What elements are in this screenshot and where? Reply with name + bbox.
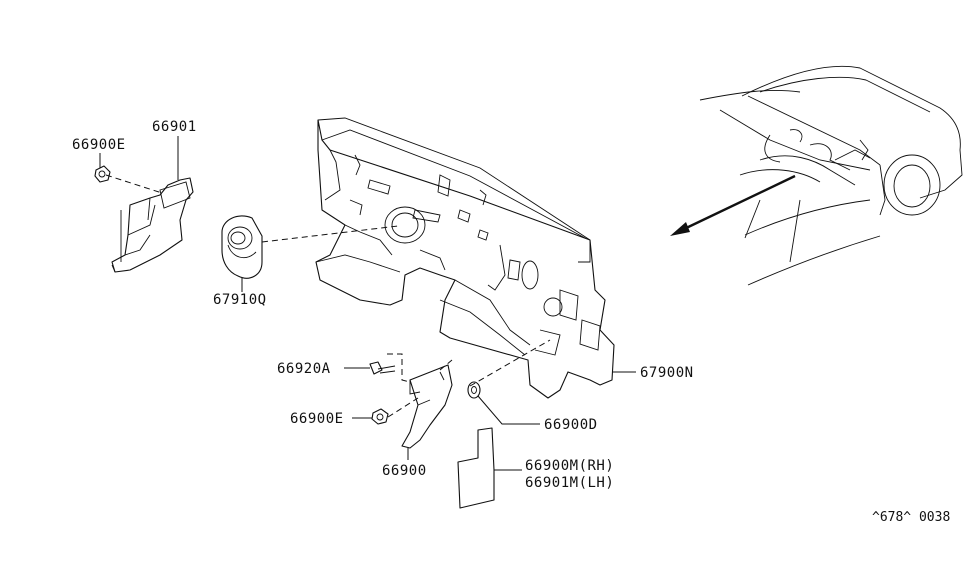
side-panel-66901: [111, 177, 194, 273]
dash-insulator-panel-67900N: [315, 117, 615, 399]
washer-icon: [467, 381, 481, 399]
nut-icon: [371, 408, 389, 425]
label-66900: 66900: [382, 463, 427, 479]
label-66900E-top: 66900E: [72, 137, 126, 153]
clip-icon: [369, 361, 396, 375]
label-67910Q: 67910Q: [213, 292, 267, 308]
label-66900M-rh: 66900M(RH): [525, 458, 614, 474]
pad-66900M-66901M: [457, 427, 495, 509]
label-66900E-lower: 66900E: [290, 411, 344, 427]
grommet-67910Q: [221, 215, 263, 279]
label-66901: 66901: [152, 119, 197, 135]
assembly-lines: [105, 174, 551, 418]
nut-icon: [94, 165, 111, 183]
bracket-66900: [401, 364, 453, 449]
leader-lines: [99, 136, 636, 471]
label-66920A: 66920A: [277, 361, 331, 377]
direction-arrow-icon: [670, 174, 796, 236]
label-66901M-lh: 66901M(LH): [525, 475, 614, 491]
label-66900D: 66900D: [544, 417, 598, 433]
label-67900N: 67900N: [640, 365, 694, 381]
reference-code: ^678^ 0038: [872, 510, 950, 525]
car-outline-illustration: [699, 65, 963, 286]
